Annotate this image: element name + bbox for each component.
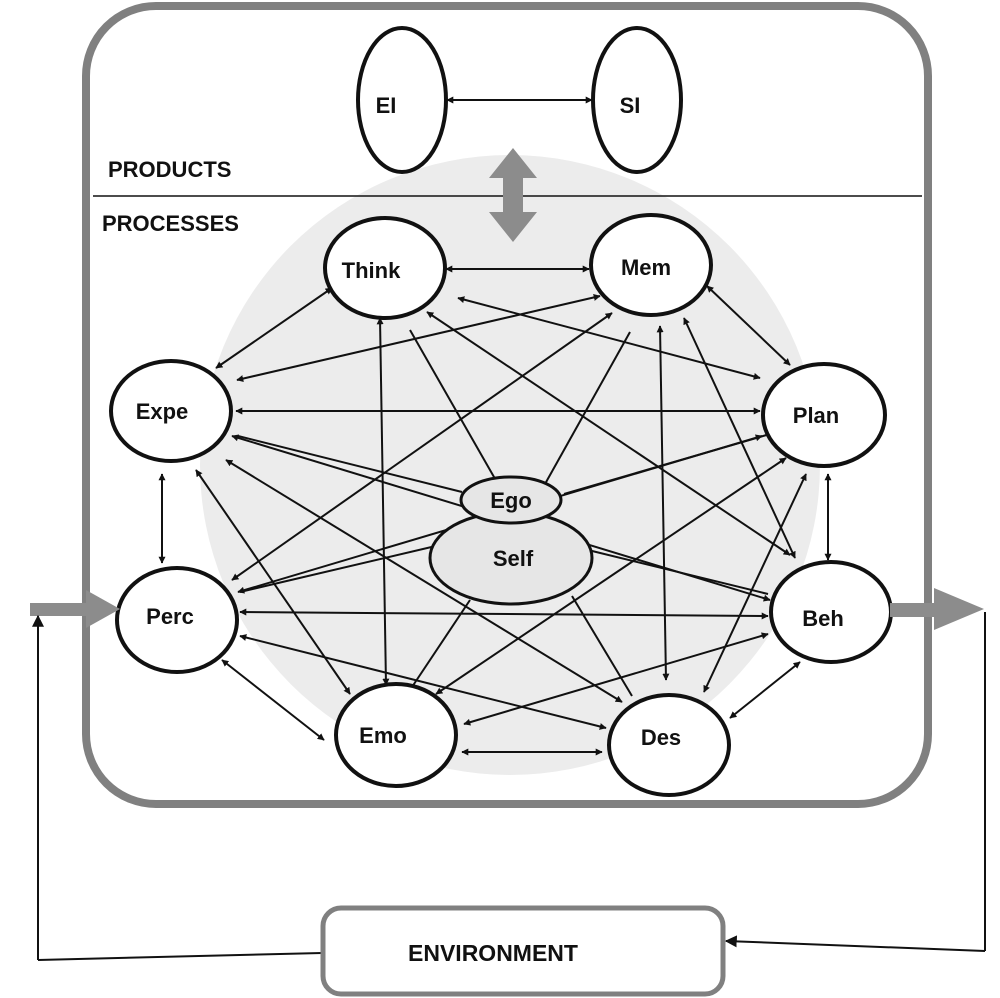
processes-section-label: PROCESSES xyxy=(102,211,239,236)
loop-environment-left xyxy=(37,952,323,961)
products-section-label: PRODUCTS xyxy=(108,157,231,182)
output-arrow xyxy=(890,588,984,630)
expe-label: Expe xyxy=(136,399,189,424)
plan-node xyxy=(761,362,887,468)
environment-loop xyxy=(32,612,986,961)
ei-node xyxy=(356,26,448,174)
mem-node xyxy=(589,213,713,317)
plan-label: Plan xyxy=(793,403,839,428)
think-label: Think xyxy=(342,258,401,283)
self-label: Self xyxy=(493,546,534,571)
beh-label: Beh xyxy=(802,606,844,631)
products-processes-arrow xyxy=(489,148,537,242)
arrow-beh-emo xyxy=(463,632,769,726)
processes-background-disc xyxy=(200,155,820,775)
loop-right-to-environment xyxy=(724,935,986,952)
mem-label: Mem xyxy=(621,255,671,280)
system-frame xyxy=(82,2,932,808)
des-node xyxy=(607,693,731,797)
emo-label: Emo xyxy=(359,723,407,748)
ei-label: EI xyxy=(376,93,397,118)
si-node xyxy=(591,26,683,174)
core-connections xyxy=(237,329,771,697)
environment-label: ENVIRONMENT xyxy=(408,940,578,966)
ego-ellipse xyxy=(459,475,563,525)
environment-box xyxy=(320,905,726,997)
des-label: Des xyxy=(641,725,681,750)
arrow-beh-des xyxy=(729,661,801,719)
input-arrow xyxy=(30,590,120,628)
arrow-perc-beh xyxy=(239,608,769,620)
ego-label: Ego xyxy=(490,488,532,513)
perc-node xyxy=(115,566,239,674)
emo-node xyxy=(334,682,458,788)
si-label: SI xyxy=(620,93,641,118)
perc-label: Perc xyxy=(146,604,194,629)
think-node xyxy=(323,216,447,320)
expe-node xyxy=(109,359,233,463)
